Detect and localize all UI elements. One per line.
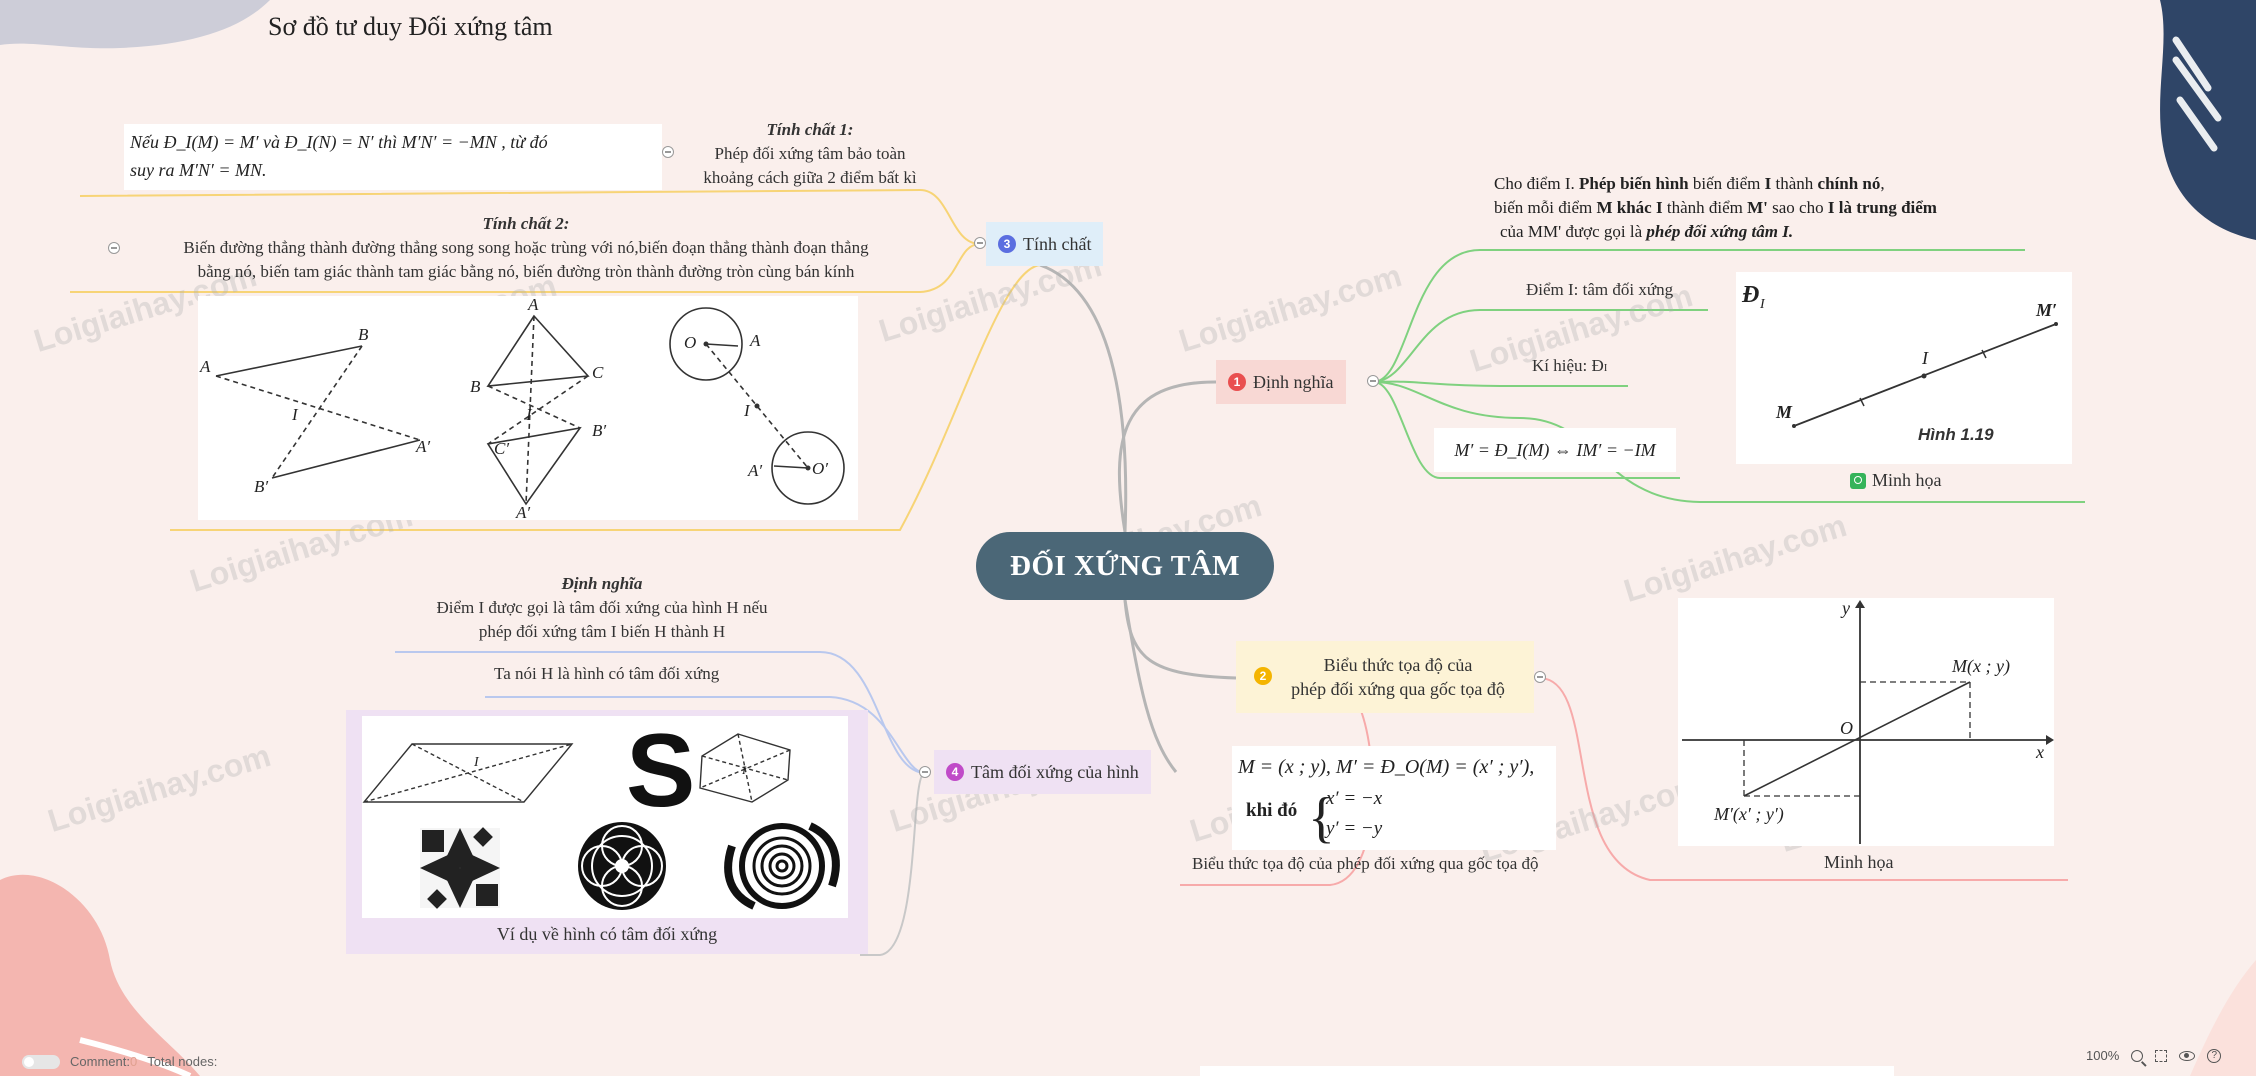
center-note: Ta nói H là hình có tâm đối xứng bbox=[494, 664, 720, 683]
svg-text:M′(x′ ; y′): M′(x′ ; y′) bbox=[1713, 804, 1784, 825]
svg-text:S: S bbox=[626, 716, 695, 829]
svg-text:M: M bbox=[1775, 402, 1793, 422]
svg-text:Đ: Đ bbox=[1741, 282, 1759, 308]
collapse-toggle[interactable] bbox=[1534, 671, 1546, 683]
image-icon bbox=[1850, 472, 1866, 489]
examples-caption: Ví dụ về hình có tâm đối xứng bbox=[496, 924, 718, 944]
property-2-figure: A B I B′ A′ A B C I B′ C′ A′ O A I A′ O′ bbox=[198, 295, 858, 522]
coordinate-formula-box: M = (x ; y), M′ = Đ_O(M) = (x′ ; y′), kh… bbox=[1232, 746, 1556, 850]
fit-screen-icon[interactable] bbox=[2155, 1049, 2168, 1062]
branch-label: Tâm đối xứng của hình bbox=[971, 761, 1139, 782]
badge-3: 3 bbox=[998, 235, 1016, 253]
symmetric-shapes: I I S bbox=[362, 713, 840, 910]
svg-text:A′: A′ bbox=[747, 461, 762, 480]
svg-text:O: O bbox=[684, 333, 696, 352]
svg-text:I: I bbox=[1921, 348, 1929, 368]
property-1-formula: Nếu Đ_I(M) = M′ và Đ_I(N) = N′ thì M′N′ … bbox=[124, 124, 662, 190]
examples-image: I I S bbox=[362, 713, 848, 918]
help-icon[interactable]: ? bbox=[2207, 1048, 2222, 1063]
svg-text:O′: O′ bbox=[812, 459, 828, 478]
badge-4: 4 bbox=[946, 763, 964, 781]
property-2: Tính chất 2: Biến đường thẳng thành đườn… bbox=[183, 214, 869, 281]
svg-text:B′: B′ bbox=[592, 421, 606, 440]
center-definition: Định nghĩa Điểm I được gọi là tâm đối xứ… bbox=[436, 574, 768, 641]
svg-text:A′: A′ bbox=[415, 437, 430, 456]
collapse-toggle[interactable] bbox=[919, 766, 931, 778]
coordinate-graph: x y O M(x ; y) M′(x′ ; y′) bbox=[1678, 598, 2054, 846]
branch-tam-doi-xung[interactable]: 4 Tâm đối xứng của hình bbox=[934, 750, 1151, 794]
property-1: Tính chất 1: Phép đối xứng tâm bảo toàn … bbox=[703, 120, 917, 187]
svg-text:B: B bbox=[358, 325, 369, 344]
svg-text:I: I bbox=[743, 401, 751, 420]
eye-icon[interactable] bbox=[2179, 1050, 2196, 1061]
formula-text: M′ = Đ_I(M) ⇔ IM′ = −IM bbox=[1454, 439, 1656, 460]
svg-text:C′: C′ bbox=[494, 439, 509, 458]
svg-text:I: I bbox=[525, 405, 533, 424]
branch-label: Định nghĩa bbox=[1253, 371, 1334, 392]
footer-bar: Comment: 0 Total nodes: bbox=[22, 1054, 217, 1069]
zoom-controls: 100% ? bbox=[2086, 1048, 2222, 1067]
illustration-label[interactable]: Minh họa bbox=[1850, 470, 1942, 491]
collapse-toggle[interactable] bbox=[108, 242, 120, 254]
examples-panel: I I S bbox=[346, 710, 868, 954]
badge-2: 2 bbox=[1254, 667, 1272, 685]
svg-text:Hình 1.19: Hình 1.19 bbox=[1918, 425, 1994, 444]
page-title: Sơ đồ tư duy Đối xứng tâm bbox=[268, 12, 553, 41]
svg-text:y: y bbox=[1840, 598, 1850, 618]
svg-text:I: I bbox=[473, 755, 480, 770]
segment-figure: Đ I M I M′ Hình 1.19 bbox=[1741, 282, 2058, 444]
svg-text:I: I bbox=[291, 405, 299, 424]
svg-text:B′: B′ bbox=[254, 477, 268, 496]
bottom-panel bbox=[1200, 1066, 1894, 1076]
formula-caption: Biểu thức tọa độ của phép đối xứng qua g… bbox=[1192, 854, 1539, 873]
svg-text:A: A bbox=[199, 357, 211, 376]
badge-1: 1 bbox=[1228, 373, 1246, 391]
collapse-toggle[interactable] bbox=[974, 237, 986, 249]
svg-text:I: I bbox=[1759, 297, 1766, 312]
formula-box: M′ = Đ_I(M) ⇔ IM′ = −IM bbox=[1434, 428, 1676, 472]
coordinate-axes-figure: x y O M(x ; y) M′(x′ ; y′) bbox=[1682, 598, 2054, 844]
notation: Kí hiệu: ĐI bbox=[1532, 356, 1608, 375]
collapse-toggle[interactable] bbox=[1367, 375, 1379, 387]
svg-text:M′: M′ bbox=[2035, 300, 2057, 320]
branch-bieu-thuc[interactable]: 2 Biểu thức tọa độ của phép đối xứng qua… bbox=[1236, 641, 1534, 713]
branch-dinh-nghia[interactable]: 1 Định nghĩa bbox=[1216, 360, 1346, 404]
collapse-toggle[interactable] bbox=[662, 146, 674, 158]
branch-tinh-chat[interactable]: 3 Tính chất bbox=[986, 222, 1104, 266]
svg-text:C: C bbox=[592, 363, 604, 382]
svg-text:A: A bbox=[749, 331, 761, 350]
svg-text:A′: A′ bbox=[515, 503, 530, 520]
zoom-in-icon[interactable] bbox=[2131, 1049, 2147, 1067]
zoom-level: 100% bbox=[2086, 1048, 2120, 1063]
center-note: Điểm I: tâm đối xứng bbox=[1526, 280, 1674, 299]
comment-toggle[interactable] bbox=[22, 1054, 60, 1069]
svg-text:A: A bbox=[527, 296, 539, 314]
branch-label: Tính chất bbox=[1023, 233, 1092, 254]
transform-figures: A B I B′ A′ A B C I B′ C′ A′ O A I A′ O′ bbox=[199, 295, 845, 522]
illustration-figure: Đ I M I M′ Hình 1.19 bbox=[1736, 272, 2072, 464]
svg-text:O: O bbox=[1840, 718, 1853, 738]
svg-text:M(x ; y): M(x ; y) bbox=[1951, 656, 2010, 677]
svg-text:x: x bbox=[2035, 742, 2044, 762]
definition-text: Cho điểm I. Phép biến hình biến điểm I t… bbox=[1494, 174, 1937, 241]
svg-text:I: I bbox=[741, 763, 747, 777]
svg-text:B: B bbox=[470, 377, 481, 396]
central-topic[interactable]: ĐỐI XỨNG TÂM bbox=[976, 532, 1274, 600]
graph-label: Minh họa bbox=[1824, 852, 1894, 872]
system-brace: { bbox=[1308, 787, 1335, 849]
